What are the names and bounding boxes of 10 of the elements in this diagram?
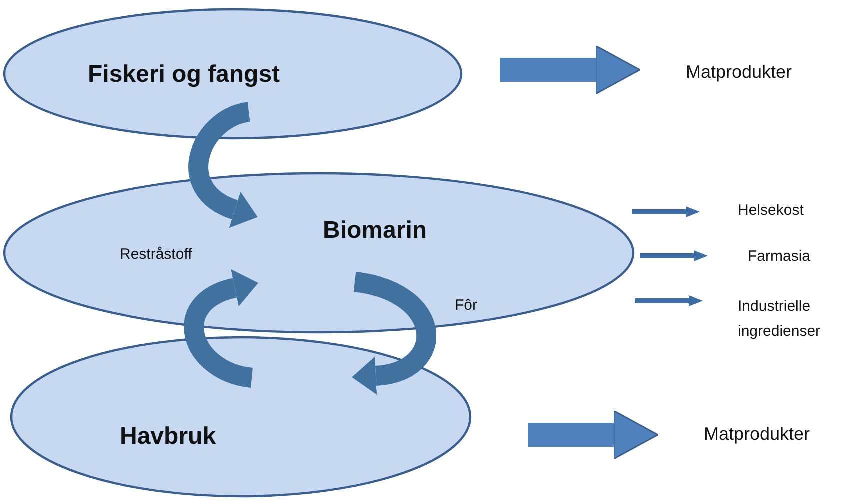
node-title: Biomarin — [323, 217, 428, 245]
output-label: Helsekost — [738, 202, 804, 219]
output-label: Matprodukter — [704, 424, 810, 445]
node-title: Fiskeri og fangst — [88, 61, 280, 89]
output-label: Farmasia — [748, 248, 811, 265]
node-title: Havbruk — [120, 423, 216, 451]
flow-label: Restråstoff — [120, 246, 192, 263]
edge-label: Fôr — [455, 297, 478, 314]
output-label: Industrielle ingredienser — [738, 294, 850, 344]
output-label: Matprodukter — [686, 62, 792, 83]
